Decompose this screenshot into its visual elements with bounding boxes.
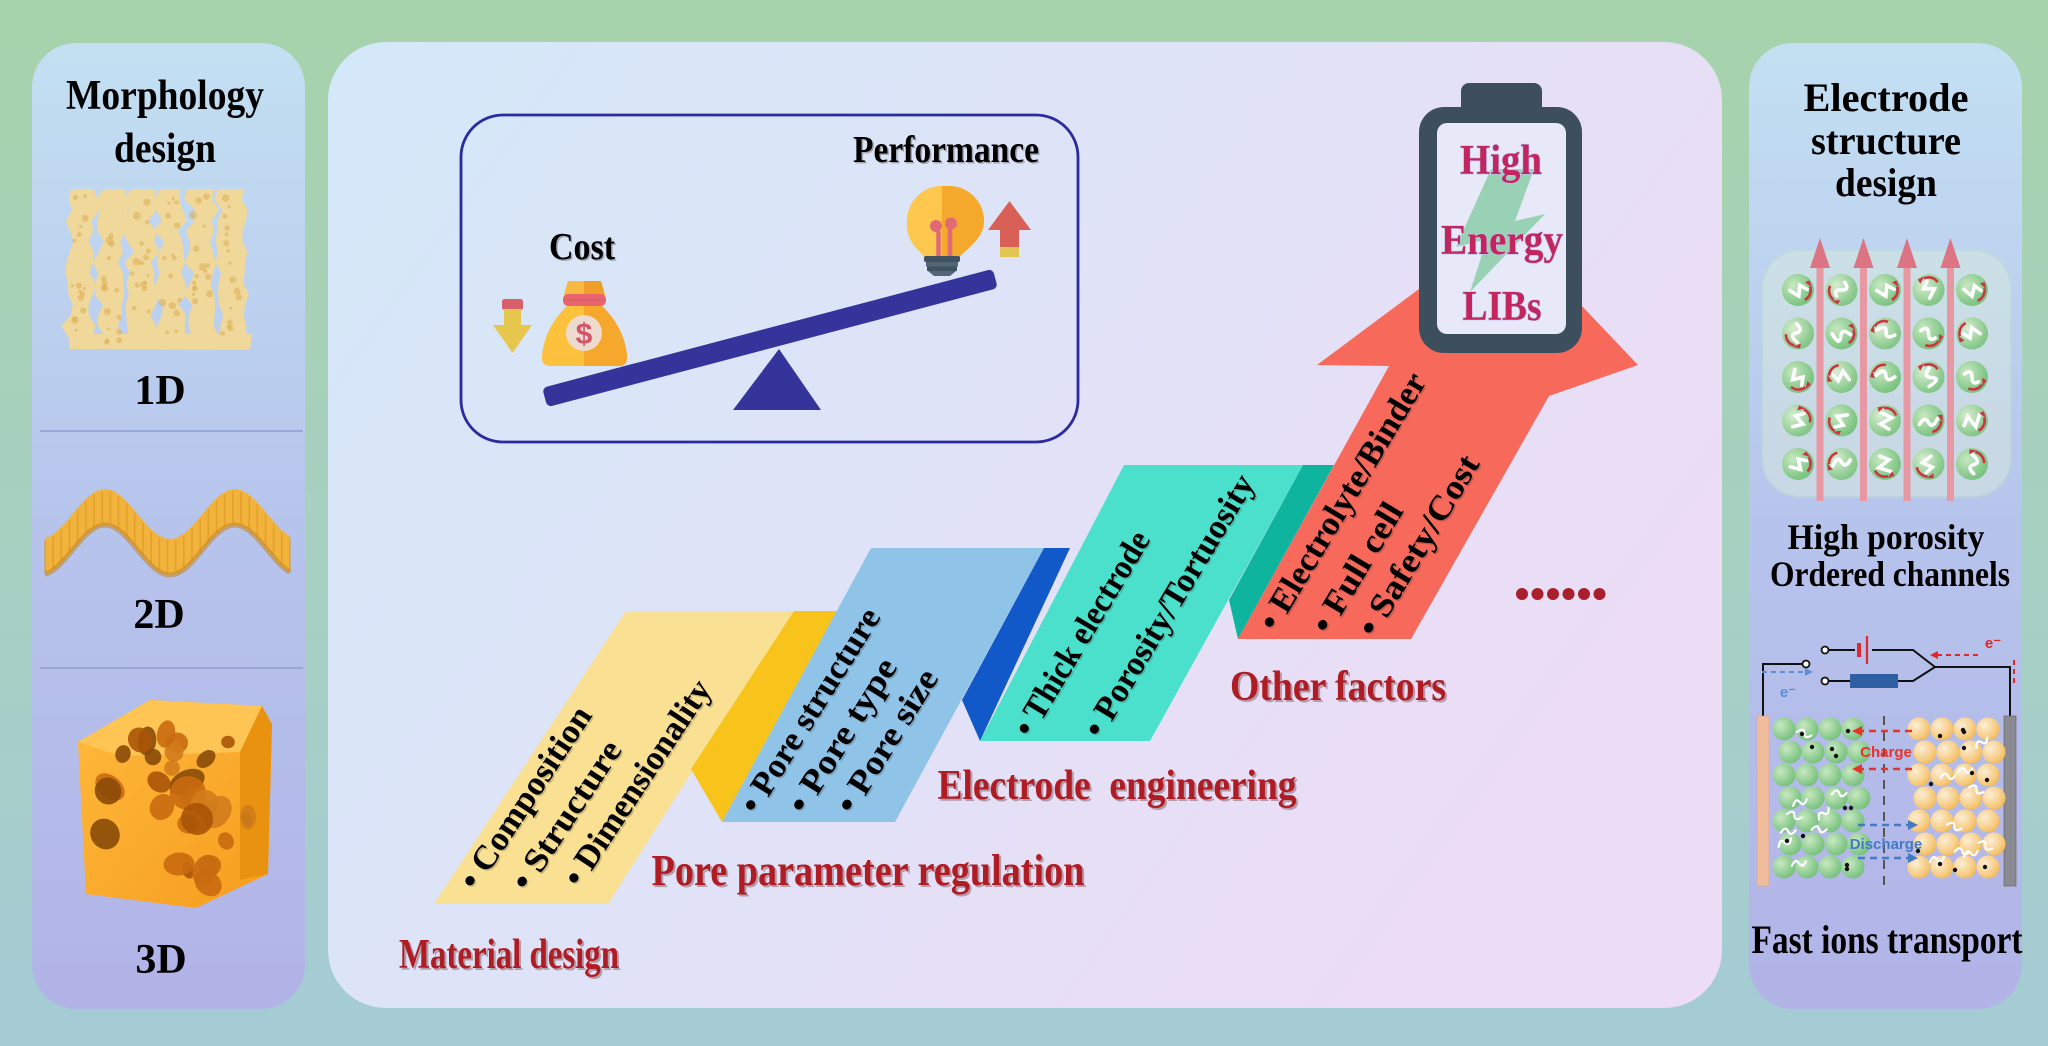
svg-text:Fast ions transport: Fast ions transport	[1752, 917, 2024, 962]
svg-text:$: $	[576, 318, 593, 351]
svg-text:Other factors: Other factors	[1232, 666, 1448, 712]
svg-text:2D: 2D	[133, 592, 184, 638]
svg-text:Electrode engineering: Electrode engineering	[940, 765, 1299, 811]
svg-text:Cost: Cost	[551, 228, 617, 270]
svg-text:Material design: Material design	[401, 934, 621, 980]
svg-text:Electrode engineering: Electrode engineering	[938, 763, 1297, 809]
svg-text:Performance: Performance	[853, 129, 1039, 171]
svg-text:Other factors: Other factors	[1230, 664, 1446, 710]
svg-text:Discharge: Discharge	[1850, 836, 1923, 853]
svg-text:Morphology: Morphology	[66, 73, 264, 119]
svg-text:Ordered channels: Ordered channels	[1770, 554, 2010, 594]
svg-text:Pore parameter regulation: Pore parameter regulation	[654, 848, 1087, 897]
svg-text:LIBs: LIBs	[1463, 284, 1542, 330]
svg-text:design: design	[1835, 160, 1937, 205]
svg-text:Charge: Charge	[1860, 744, 1912, 761]
svg-text:Pore parameter regulation: Pore parameter regulation	[652, 846, 1085, 895]
svg-text:Material design: Material design	[399, 932, 619, 978]
svg-text:Cost: Cost	[549, 226, 615, 268]
svg-text:Performance: Performance	[855, 131, 1041, 173]
svg-text:1D: 1D	[134, 368, 185, 414]
svg-text:design: design	[114, 126, 216, 172]
svg-text:High: High	[1460, 138, 1542, 184]
svg-text:structure: structure	[1811, 118, 1961, 163]
svg-text:Energy: Energy	[1441, 218, 1563, 264]
svg-text:Electrode: Electrode	[1804, 75, 1969, 120]
svg-text:e⁻: e⁻	[1985, 635, 2001, 652]
svg-text:High porosity: High porosity	[1788, 517, 1985, 557]
svg-text:3D: 3D	[135, 937, 186, 983]
svg-text:e⁻: e⁻	[1780, 684, 1796, 701]
